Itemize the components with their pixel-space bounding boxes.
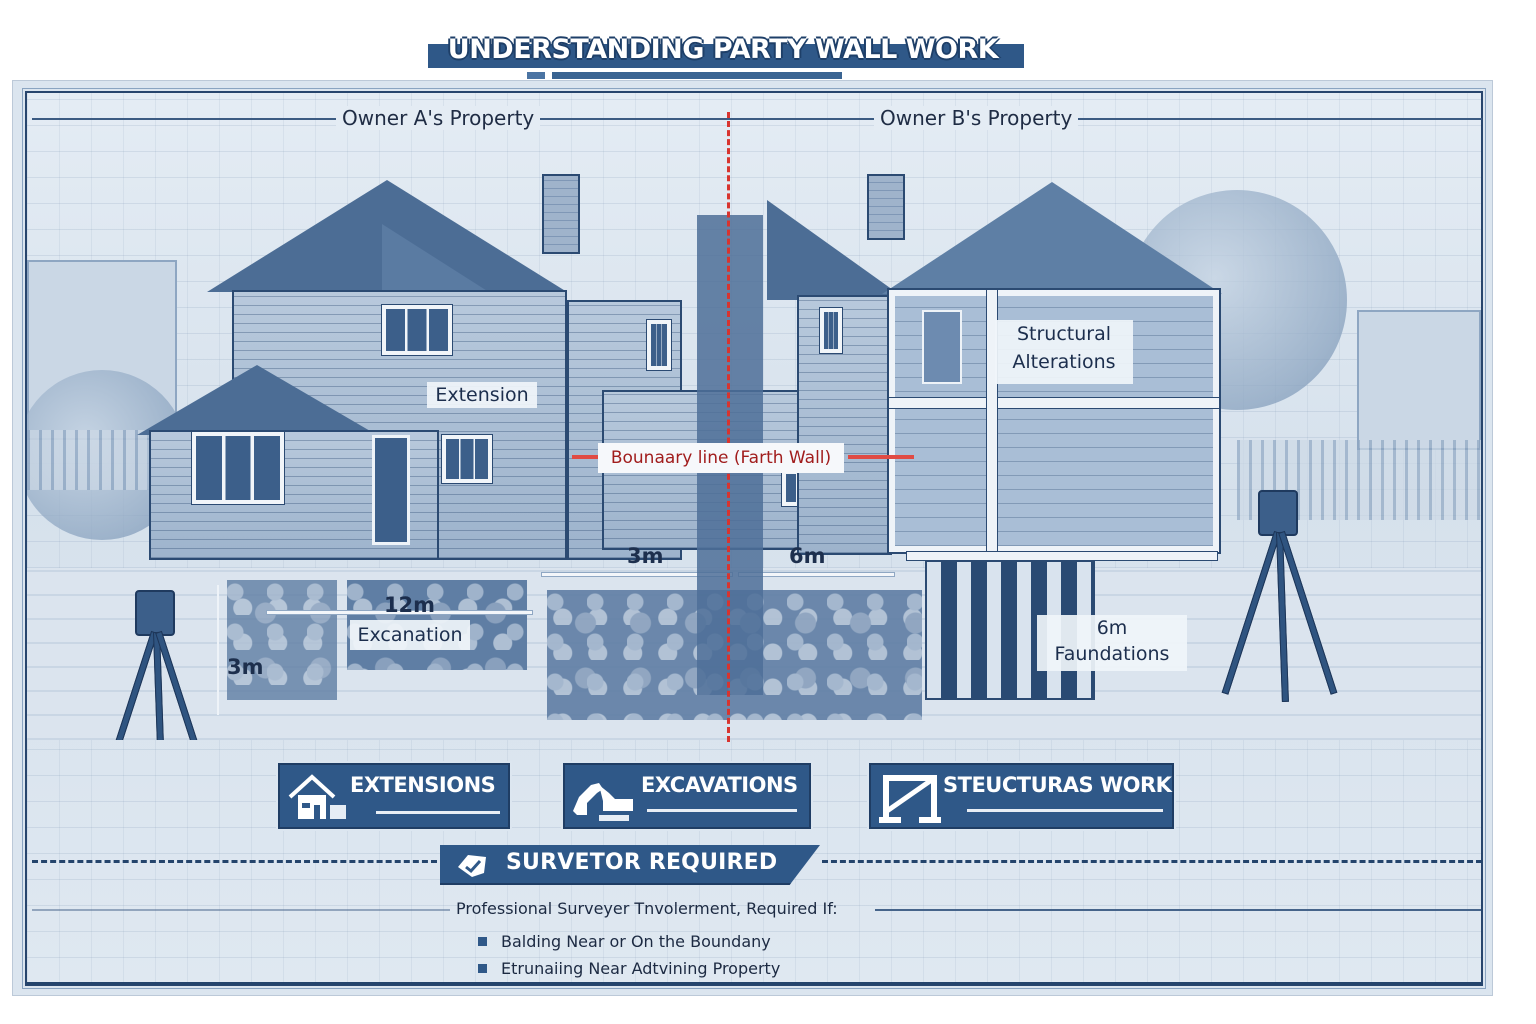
fence-left [27, 430, 147, 490]
category-label: EXCAVATIONS [641, 773, 798, 797]
boundary-label: Bounaary line (Farth Wall) [598, 443, 844, 473]
condition-item: Balding Near or On the Boundany [478, 932, 771, 951]
cutaway-column [987, 290, 997, 552]
boundary-line [727, 112, 730, 742]
foundations-text: Faundations [1054, 643, 1170, 665]
structural-label-line1: Structural [1016, 323, 1112, 345]
structural-label-line2: Alterations [1012, 351, 1116, 373]
right-side-window [820, 308, 842, 353]
theodolite-icon [135, 590, 175, 636]
background-house-right [1357, 310, 1481, 450]
excavation-depth-line [217, 585, 219, 715]
right-distance-to-boundary: 6m [789, 544, 826, 568]
intro-rule-left [32, 909, 450, 911]
title-underline [552, 72, 842, 79]
left-distance-line [542, 573, 732, 576]
structural-frame-icon [879, 775, 941, 823]
soil-left [227, 580, 337, 700]
survey-tripod-left [107, 590, 206, 740]
excavation-label: Excanation [350, 620, 470, 650]
surveyor-intro: Professional Surveyer Tnvolerment, Requi… [456, 899, 838, 918]
foundations-label: 6m Faundations [1037, 615, 1187, 671]
category-label: STEUCTURAS WORK [943, 773, 1172, 797]
excavation-depth: 3m [227, 655, 264, 679]
owner-a-label: Owner A's Property [336, 106, 541, 130]
left-side-roof [382, 224, 492, 294]
divider-dashes-left [32, 860, 437, 863]
cutaway-floor [889, 398, 1219, 408]
ground-slab [907, 552, 1217, 560]
page-title: UNDERSTANDING PARTY WALL WORK [447, 34, 999, 65]
survey-tripod-right [1221, 490, 1338, 703]
left-distance-to-boundary: 3m [627, 544, 664, 568]
excavator-icon [573, 783, 633, 821]
owner-b-label: Owner B's Property [874, 106, 1079, 130]
boundary-arrow-right [848, 455, 914, 459]
surveyor-banner-label: SURVETOR REQUIRED [506, 850, 778, 875]
category-structural-work: STEUCTURAS WORK [867, 761, 1176, 831]
right-side-wall [797, 295, 892, 555]
checkmark-badge-icon [458, 855, 486, 877]
structural-alterations-label: Structural Alterations [995, 320, 1133, 384]
left-side-window [647, 320, 671, 370]
property-header-line [32, 118, 1482, 120]
boundary-arrow-left [572, 455, 598, 459]
theodolite-icon [1258, 490, 1298, 536]
extension-label: Extension [427, 382, 537, 408]
right-distance-line [739, 573, 894, 576]
cutaway-door [922, 310, 962, 384]
left-upper-window [382, 305, 452, 355]
excavation-width-line [267, 611, 532, 614]
title-underline-accent [527, 72, 545, 79]
condition-item: Etrunaiing Near Adtvining Property [478, 959, 780, 978]
category-extensions: EXTENSIONS [276, 761, 512, 831]
left-lower-window [442, 435, 492, 483]
bullet-icon [478, 937, 487, 946]
house-icon [288, 774, 346, 819]
bottom-rule [27, 982, 1481, 985]
category-excavations: EXCAVATIONS [561, 761, 813, 831]
right-main-roof [882, 182, 1222, 294]
intro-rule [875, 909, 1481, 911]
extension-roof [137, 365, 377, 435]
excavation-pit [347, 580, 527, 670]
category-label: EXTENSIONS [350, 773, 496, 797]
foundations-depth: 6m [1096, 617, 1128, 639]
bullet-icon [478, 964, 487, 973]
extension-door [372, 435, 410, 545]
extension-window [192, 432, 284, 504]
title-banner: UNDERSTANDING PARTY WALL WORK [424, 34, 1024, 80]
divider-dashes-right [822, 860, 1482, 863]
excavation-width: 12m [383, 593, 436, 617]
surveyor-banner: SURVETOR REQUIRED [440, 845, 820, 885]
title-bar [428, 44, 1024, 68]
